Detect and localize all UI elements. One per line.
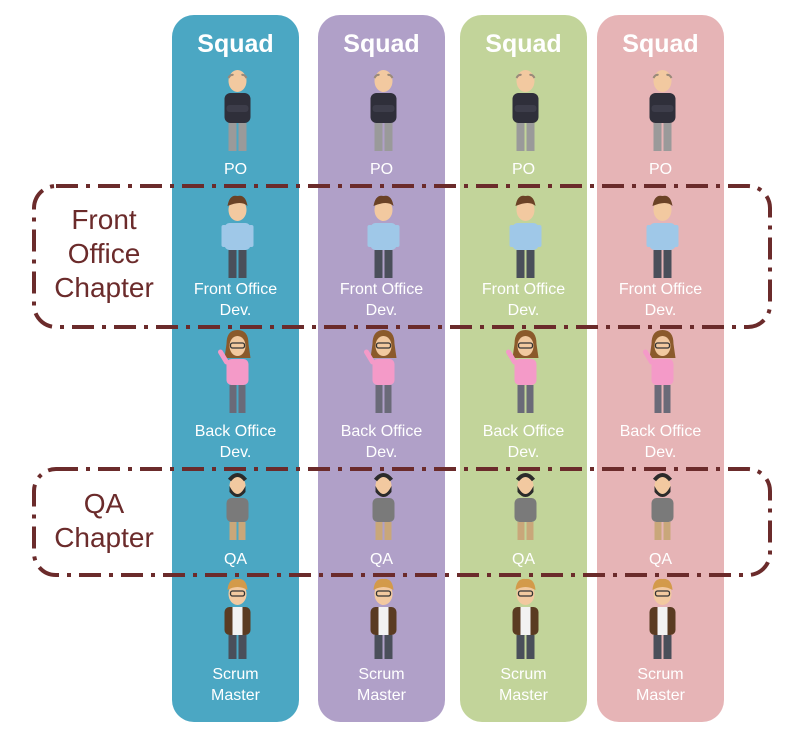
qa-figure-icon [514,473,537,540]
role-label-po: PO [597,159,724,180]
scrum-master-figure-icon [370,578,397,659]
role-label-line: Scrum [358,666,405,683]
back-office-dev-figure-icon [218,330,251,413]
role-label-line: Dev. [365,302,398,319]
po-figure-icon [224,70,251,151]
role-label-line: Back Office [619,423,702,440]
back-office-dev-figure-icon [364,330,397,413]
back-office-dev-figure-icon [506,330,539,413]
role-label-line: Back Office [340,423,423,440]
role-label-line: Dev. [644,444,677,461]
squad-title: Squad [343,30,420,58]
chapter-outline-front-office [32,184,772,329]
chapter-label-line: Front [71,204,137,235]
role-label-po: PO [172,159,299,180]
role-label-line: Dev. [507,302,540,319]
role-label-line: Front Office [618,281,703,298]
back-office-dev-figure-icon [643,330,676,413]
front-office-dev-figure-icon [509,195,542,278]
role-label-po: PO [460,159,587,180]
role-label-line: Dev. [644,302,677,319]
role-label-line: Master [636,687,685,704]
qa-figure-icon [372,473,395,540]
squad-title: Squad [197,30,274,58]
chapter-label-line: QA [83,488,125,519]
role-label-line: Dev. [219,302,252,319]
role-label-line: QA [511,551,536,568]
role-label-line: QA [223,551,248,568]
scrum-master-figure-icon [224,578,251,659]
role-label-qa: QA [597,549,724,570]
role-label-line: Scrum [500,666,547,683]
role-label-line: Back Office [194,423,277,440]
front-office-dev-figure-icon [221,195,254,278]
role-label-line: Scrum [637,666,684,683]
squad-title: Squad [622,30,699,58]
squad-title: Squad [485,30,562,58]
role-label-line: PO [648,161,673,178]
chapter-label-line: Chapter [54,522,154,553]
role-label-qa: QA [460,549,587,570]
role-label-line: PO [511,161,536,178]
role-label-line: PO [223,161,248,178]
role-label-line: Master [357,687,406,704]
role-label-line: Front Office [481,281,566,298]
role-label-line: Dev. [219,444,252,461]
role-label-line: Master [211,687,260,704]
role-label-line: PO [369,161,394,178]
chapter-outline-qa [32,467,772,577]
role-label-po: PO [318,159,445,180]
role-label-qa: QA [318,549,445,570]
role-label-line: QA [369,551,394,568]
qa-figure-icon [651,473,674,540]
role-label-line: Front Office [339,281,424,298]
po-figure-icon [370,70,397,151]
scrum-master-figure-icon [512,578,539,659]
chapter-label-line: Office [67,238,141,269]
front-office-dev-figure-icon [367,195,400,278]
po-figure-icon [512,70,539,151]
role-label-line: Back Office [482,423,565,440]
role-label-line: Scrum [212,666,259,683]
chapter-label-line: Chapter [54,272,154,303]
qa-figure-icon [226,473,249,540]
po-figure-icon [649,70,676,151]
front-office-dev-figure-icon [646,195,679,278]
role-label-line: Master [499,687,548,704]
role-label-line: Dev. [365,444,398,461]
role-label-line: Dev. [507,444,540,461]
role-label-line: Front Office [193,281,278,298]
role-label-qa: QA [172,549,299,570]
role-label-line: QA [648,551,673,568]
scrum-master-figure-icon [649,578,676,659]
